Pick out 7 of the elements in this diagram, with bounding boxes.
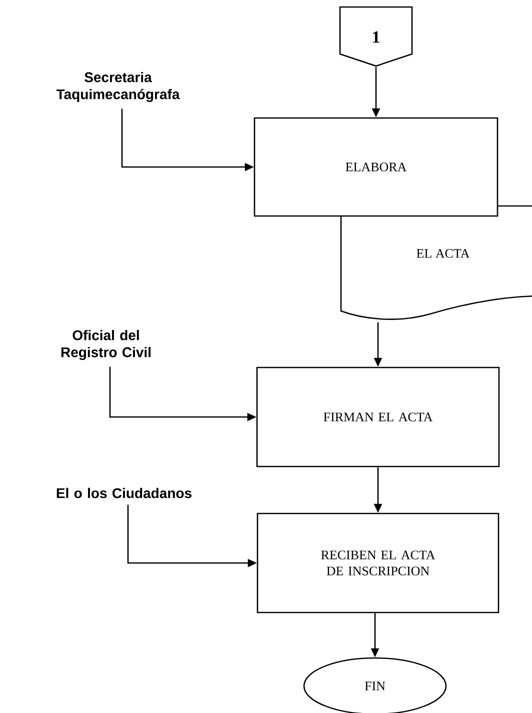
process-box: FIRMAN EL ACTA bbox=[256, 366, 500, 468]
actor-label: Secretaria Taquimecanógrafa bbox=[56, 72, 180, 102]
process-box: RECIBEN EL ACTA DE INSCRIPCION bbox=[256, 512, 500, 614]
actor-label: El o los Ciudadanos bbox=[56, 488, 192, 498]
process-box: ELABORA bbox=[254, 117, 498, 217]
actor-label: Oficial del Registro Civil bbox=[61, 330, 150, 360]
off-page-connector: 1 bbox=[339, 6, 413, 67]
